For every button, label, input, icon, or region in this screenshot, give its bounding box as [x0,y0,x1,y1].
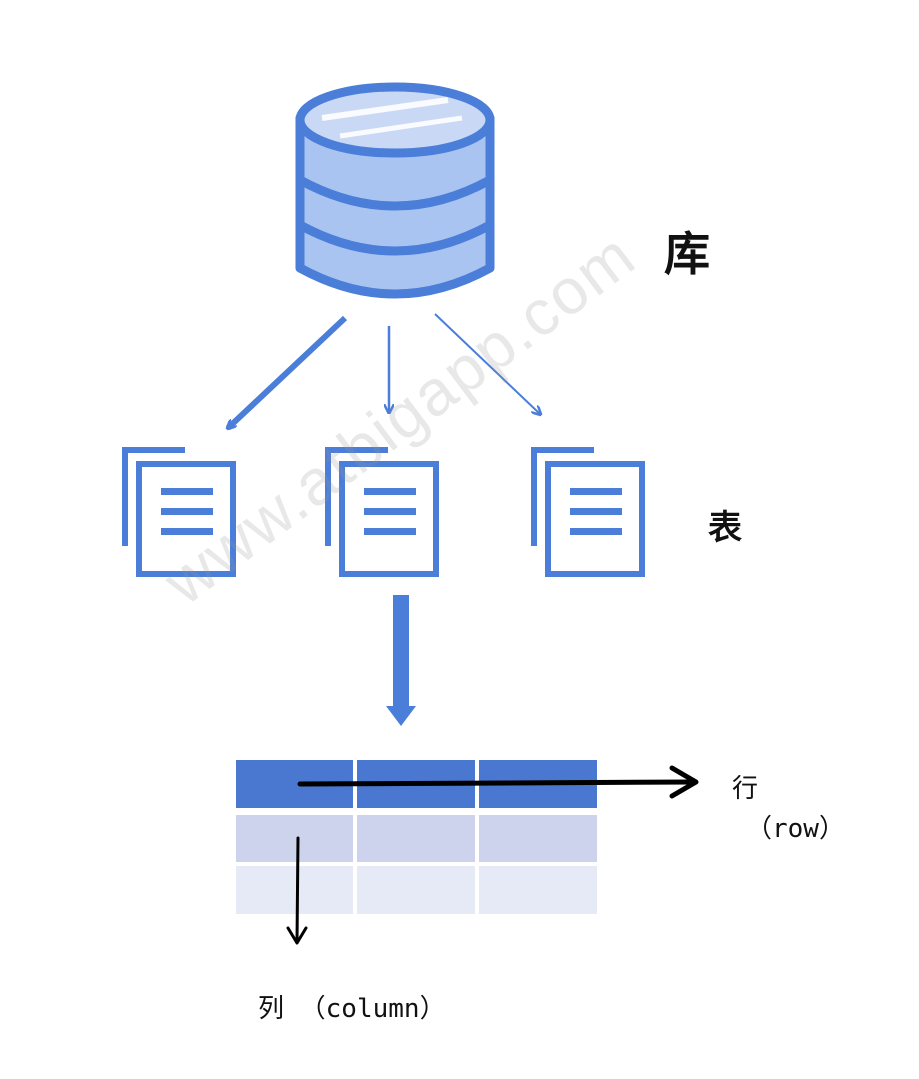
arrow-table-to-grid [386,595,416,726]
row-arrow [297,765,699,799]
document-icon [325,447,439,577]
database-label: 库 [664,227,710,281]
table-cell [236,815,353,862]
row-label-cn: 行 [732,774,759,804]
table-cell [479,815,597,862]
column-label: 列 （column） [258,994,446,1024]
document-icon [122,447,236,577]
table-cell [357,866,475,914]
row-label-en: （row） [746,814,845,844]
table-label: 表 [708,508,742,548]
table-cell [479,866,597,914]
table-grid [236,760,597,914]
arrow-db-to-table-left [228,315,348,428]
document-icon [531,447,645,577]
database-icon [295,82,495,299]
arrow-db-to-table-right [434,313,540,414]
column-arrow [286,836,308,945]
table-cell [236,866,353,914]
table-cell [357,815,475,862]
